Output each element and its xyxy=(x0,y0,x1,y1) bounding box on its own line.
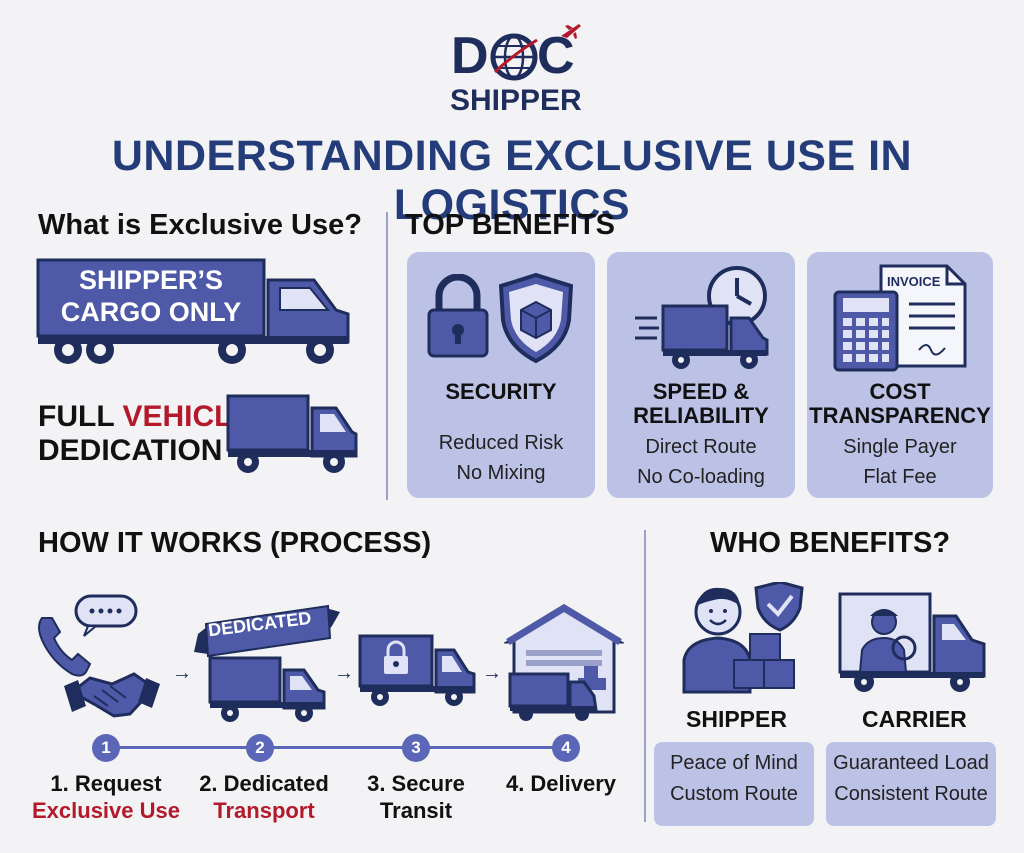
benefit-card-security: SECURITY Reduced Risk No Mixing xyxy=(407,252,595,498)
step-1-line2: Exclusive Use xyxy=(32,798,180,823)
step-2-label: 2. Dedicated Transport xyxy=(186,770,342,824)
arrow-1-icon: → xyxy=(172,662,192,684)
carrier-truck-driver-icon xyxy=(838,592,986,692)
step-4-line1: 4. Delivery xyxy=(505,771,617,796)
shipper-cargo-truck: SHIPPER’S CARGO ONLY xyxy=(36,258,356,368)
warehouse-icon xyxy=(504,603,624,721)
benefit-title-line1: COST xyxy=(869,379,931,404)
what-is-heading: What is Exclusive Use? xyxy=(38,209,362,241)
benefit-line2: No Mixing xyxy=(456,462,546,484)
fast-truck-icon xyxy=(635,304,769,369)
dedication-line1: FULL VEHICLE xyxy=(38,400,252,434)
benefit-title: SPEED & RELIABILITY xyxy=(607,380,795,428)
benefit-card-speed: SPEED & RELIABILITY Direct Route No Co-l… xyxy=(607,252,795,498)
who-heading: WHO BENEFITS? xyxy=(710,527,951,559)
benefit-title: SECURITY xyxy=(445,379,557,404)
divider-vertical-bottom xyxy=(644,530,646,822)
carrier-benefit-1: Guaranteed Load xyxy=(833,752,989,774)
step-4-label: 4. Delivery xyxy=(494,770,628,797)
full-vehicle-dedication: FULL VEHICLE DEDICATION xyxy=(38,400,252,468)
logo-letter-d: D xyxy=(451,27,489,85)
logo-shipper: SHIPPER xyxy=(450,84,582,117)
benefit-card-cost: INVOICE COST TRANSPARENCY Single Payer F… xyxy=(807,252,993,498)
dedication-full: FULL xyxy=(38,400,123,433)
truck-icon xyxy=(36,258,350,364)
step-3-line2: Transit xyxy=(379,798,453,823)
benefit-line2: No Co-loading xyxy=(637,466,765,488)
divider-vertical-top xyxy=(386,212,388,500)
airplane-icon xyxy=(561,24,581,39)
globe-icon xyxy=(490,33,538,81)
ribbon-icon xyxy=(194,604,340,658)
carrier-benefits: Guaranteed Load Consistent Route xyxy=(826,742,996,826)
step-1-number: 1 xyxy=(92,734,120,762)
page-title: UNDERSTANDING EXCLUSIVE USE IN LOGISTICS xyxy=(111,132,913,229)
timeline-line xyxy=(106,746,566,749)
shipper-person-icon xyxy=(682,582,804,694)
benefit-line1: Single Payer xyxy=(843,436,957,458)
truck-banner-line1: SHIPPER’S xyxy=(78,265,224,295)
padlock-icon xyxy=(427,274,489,358)
invoice-label: INVOICE xyxy=(887,274,941,289)
shipper-benefit-2: Custom Route xyxy=(670,783,798,805)
shipper-benefits: Peace of Mind Custom Route xyxy=(654,742,814,826)
logo: D C SHIPPER xyxy=(447,18,587,123)
step-2-line1: 2. Dedicated xyxy=(199,771,329,796)
arrow-2-icon: → xyxy=(334,662,354,684)
shipper-benefit-1: Peace of Mind xyxy=(670,752,798,774)
benefit-line2: Flat Fee xyxy=(863,466,937,488)
benefit-line1: Direct Route xyxy=(645,436,757,458)
step-2-number: 2 xyxy=(246,734,274,762)
step-3-number: 3 xyxy=(402,734,430,762)
calculator-icon xyxy=(833,290,899,372)
step-1-line1: 1. Request xyxy=(50,771,162,796)
benefit-title-line2: RELIABILITY xyxy=(633,403,769,428)
benefit-title: COST TRANSPARENCY xyxy=(807,380,993,428)
step-3-label: 3. Secure Transit xyxy=(346,770,486,824)
shield-icon xyxy=(498,272,574,364)
secure-truck-icon xyxy=(358,634,476,706)
dedication-line2: DEDICATION xyxy=(38,434,223,467)
step-3-line1: 3. Secure xyxy=(367,771,465,796)
phone-handshake-icon xyxy=(38,594,160,718)
truck-banner: SHIPPER’S CARGO ONLY xyxy=(38,264,264,328)
step-4-number: 4 xyxy=(552,734,580,762)
benefit-line1: Reduced Risk xyxy=(438,432,564,454)
benefit-title-line1: SPEED & xyxy=(652,379,750,404)
arrow-3-icon: → xyxy=(482,662,502,684)
benefit-title-line2: TRANSPARENCY xyxy=(809,403,991,428)
truck-banner-line2: CARGO ONLY xyxy=(60,297,242,327)
box-truck-icon xyxy=(226,394,358,473)
carrier-benefit-2: Consistent Route xyxy=(834,783,988,805)
process-heading: HOW IT WORKS (PROCESS) xyxy=(38,527,432,559)
step-1-label: 1. Request Exclusive Use xyxy=(20,770,192,824)
carrier-label: CARRIER xyxy=(862,706,967,732)
benefits-heading: TOP BENEFITS xyxy=(405,209,616,241)
step-2-line2: Transport xyxy=(213,798,315,823)
dedicated-truck-icon xyxy=(208,656,326,722)
shipper-label: SHIPPER xyxy=(686,706,787,732)
